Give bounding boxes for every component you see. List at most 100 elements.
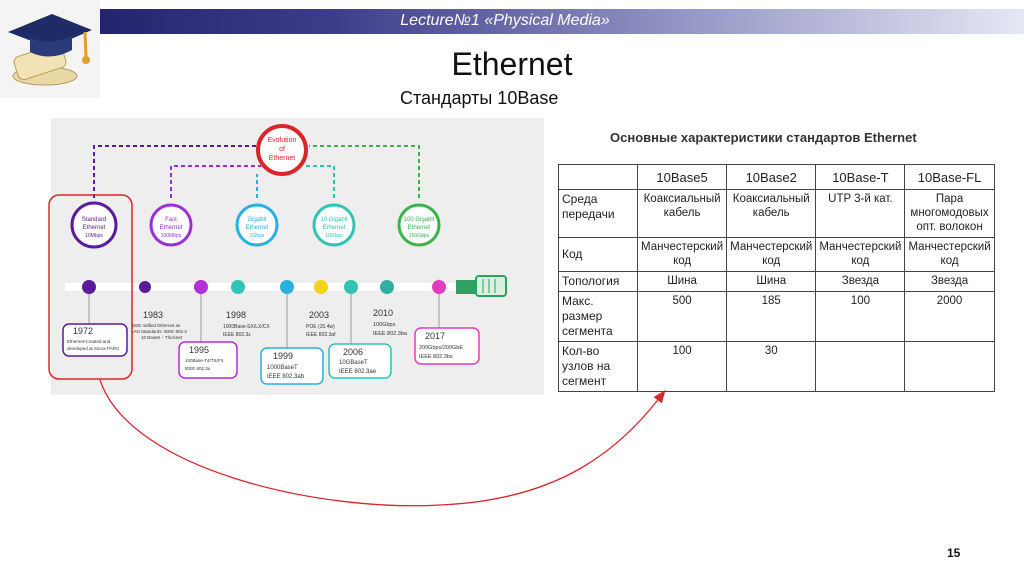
svg-text:IEEE 802.3bs: IEEE 802.3bs <box>419 354 453 360</box>
ethernet-evolution-timeline: Evolution of Ethernet Standard Ethernet … <box>51 118 544 395</box>
svg-text:POE (15.4w): POE (15.4w) <box>306 324 335 330</box>
svg-text:IEEE 802.3ae: IEEE 802.3ae <box>339 369 377 375</box>
table-cell: 185 <box>727 292 816 342</box>
svg-text:1983: 1983 <box>143 310 163 320</box>
table-cell: UTP 3-й кат. <box>816 190 905 238</box>
svg-text:1000BaseT: 1000BaseT <box>267 365 298 371</box>
circle-10-gigabit-ethernet: 10 Gigabit Ethernet 10Gbps <box>314 205 354 245</box>
svg-text:IEEE 802.3ba: IEEE 802.3ba <box>373 331 408 337</box>
svg-text:10GBaseT: 10GBaseT <box>339 360 368 366</box>
table-row: Макс.размерсегмента 500 185 100 2000 <box>559 292 995 342</box>
svg-text:2017: 2017 <box>425 331 445 341</box>
table-row: Топология Шина Шина Звезда Звезда <box>559 272 995 292</box>
column-header: 10Base-FL <box>905 165 994 190</box>
svg-text:IEEE ratified Ethernet as: IEEE ratified Ethernet as <box>131 323 181 328</box>
svg-text:developed at Xerox PARC: developed at Xerox PARC <box>67 346 120 351</box>
column-header: 10Base2 <box>727 165 816 190</box>
svg-text:IEEE 802.3ab: IEEE 802.3ab <box>267 374 305 380</box>
center-text-3: Ethernet <box>269 155 296 162</box>
svg-text:200Gbps/200GbE: 200Gbps/200GbE <box>419 345 463 351</box>
svg-text:10 Gigabit: 10 Gigabit <box>320 217 348 223</box>
table-header-row: 10Base5 10Base2 10Base-T 10Base-FL <box>559 165 995 190</box>
svg-text:Ethernet-Created and: Ethernet-Created and <box>67 339 111 344</box>
svg-text:1972: 1972 <box>73 326 93 336</box>
table-cell: Звезда <box>816 272 905 292</box>
column-header: 10Base5 <box>638 165 727 190</box>
slide-title: Ethernet <box>0 46 1024 83</box>
svg-text:10Gbps: 10Gbps <box>325 233 343 239</box>
svg-text:IEEE 802.3u: IEEE 802.3u <box>185 366 211 371</box>
svg-text:10 Base5 – Thicknet: 10 Base5 – Thicknet <box>141 335 183 340</box>
svg-text:100Gbps: 100Gbps <box>409 233 430 239</box>
table-cell <box>905 342 994 392</box>
row-label: Код <box>559 238 638 272</box>
circle-standard-ethernet: Standard Ethernet 10Mbps <box>72 203 116 247</box>
svg-text:1999: 1999 <box>273 351 293 361</box>
svg-text:Standard: Standard <box>82 217 106 223</box>
table-cell: Звезда <box>905 272 994 292</box>
svg-text:Ethernet: Ethernet <box>246 225 269 231</box>
svg-text:Ethernet: Ethernet <box>160 225 183 231</box>
circle-fast-ethernet: Fast Ethernet 100Mbps <box>151 205 191 245</box>
center-text-2: of <box>279 146 285 153</box>
circle-100-gigabit-ethernet: 100 Gigabit Ethernet 100Gbps <box>399 205 439 245</box>
table-cell: 30 <box>727 342 816 392</box>
svg-text:LAN Standards: IEEE 802.3: LAN Standards: IEEE 802.3 <box>131 329 187 334</box>
circle-gigabit-ethernet: Gigabit Ethernet 1Gbps <box>237 205 277 245</box>
svg-text:1995: 1995 <box>189 345 209 355</box>
table-cell <box>816 342 905 392</box>
svg-text:1998: 1998 <box>226 310 246 320</box>
table-cell: 2000 <box>905 292 994 342</box>
lecture-title: Lecture№1 «Physical Media» <box>0 12 1000 30</box>
svg-text:100Gbps: 100Gbps <box>373 322 396 328</box>
table-corner-cell <box>559 165 638 190</box>
svg-text:100Mbps: 100Mbps <box>161 233 182 239</box>
timeline-bar <box>65 283 465 291</box>
svg-text:2003: 2003 <box>309 310 329 320</box>
svg-text:2006: 2006 <box>343 347 363 357</box>
svg-text:100Base-T4/TX/FX: 100Base-T4/TX/FX <box>185 358 224 363</box>
svg-text:1000Base-SX/LX/CX: 1000Base-SX/LX/CX <box>223 324 270 330</box>
svg-text:Ethernet: Ethernet <box>323 225 346 231</box>
svg-text:100 Gigabit: 100 Gigabit <box>404 217 435 223</box>
standards-table: 10Base5 10Base2 10Base-T 10Base-FL Среда… <box>558 164 995 392</box>
row-label: Топология <box>559 272 638 292</box>
svg-text:1Gbps: 1Gbps <box>250 233 265 239</box>
svg-text:IEEE 802.3af: IEEE 802.3af <box>306 332 336 338</box>
slide-subtitle: Стандарты 10Base <box>400 88 558 109</box>
center-text-1: Evolution <box>268 137 297 144</box>
column-header: 10Base-T <box>816 165 905 190</box>
event-1972: 1972 Ethernet-Created and developed at X… <box>63 324 127 356</box>
event-1995: 1995 100Base-T4/TX/FX IEEE 802.3u <box>179 342 237 378</box>
table-heading: Основные характеристики стандартов Ether… <box>610 130 917 145</box>
svg-text:IEEE 802.3z: IEEE 802.3z <box>223 332 251 338</box>
table-cell: 100 <box>638 342 727 392</box>
svg-text:Fast: Fast <box>165 217 177 223</box>
event-2017: 2017 200Gbps/200GbE IEEE 802.3bs <box>415 328 479 364</box>
svg-text:Gigabit: Gigabit <box>247 217 266 223</box>
event-1999: 1999 1000BaseT IEEE 802.3ab <box>261 348 323 384</box>
table-cell: Шина <box>727 272 816 292</box>
event-2006: 2006 10GBaseT IEEE 802.3ae <box>329 344 391 378</box>
table-cell: 500 <box>638 292 727 342</box>
table-cell: Шина <box>638 272 727 292</box>
svg-text:10Mbps: 10Mbps <box>85 233 103 239</box>
svg-text:Ethernet: Ethernet <box>83 225 106 231</box>
svg-text:Ethernet: Ethernet <box>408 225 431 231</box>
page-number: 15 <box>947 546 960 560</box>
table-cell: 100 <box>816 292 905 342</box>
curved-arrow <box>100 380 664 506</box>
